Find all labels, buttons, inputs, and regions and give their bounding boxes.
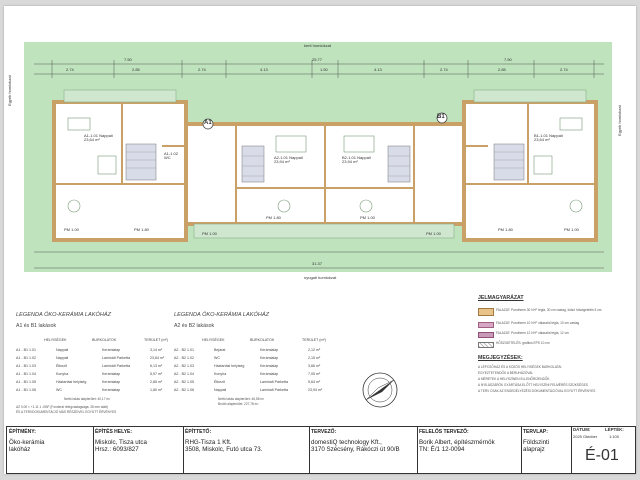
pm-label: PM 1.80 — [266, 215, 281, 220]
dim-chain-5: 4.13 — [374, 67, 382, 72]
tb-responsible: FELELŐS TERVEZŐ: Borik Albert, építészmé… — [417, 427, 522, 473]
stair-mid-right — [387, 145, 411, 183]
section-a1: A1 — [204, 120, 212, 126]
drawing-sheet: kerti homlokzat nyugati homlokzat 25.77 … — [4, 6, 636, 474]
section-b1: B1 — [437, 114, 445, 120]
symbol-item: FALAZAT: Porotherm 12 N+F válaszfal tégl… — [496, 331, 569, 335]
dim-chain-7: 2.85 — [498, 67, 506, 72]
note-line: A TERV CSAK AZ ENGEDÉLYEZÉSI DOKUMENTÁCI… — [478, 389, 596, 393]
plan-title-top: kerti homlokzat — [304, 43, 331, 48]
dim-chain-8: 2.74 — [560, 67, 568, 72]
note-line: A LÉPCSŐHÁZ ÉS A KÖZÖS HELYISÉGEK BURKOL… — [478, 365, 562, 369]
symbol-item: FALAZAT: Porotherm 30 N+F tégla, 30 cm v… — [496, 308, 602, 312]
dim-chain-6: 2.74 — [440, 67, 448, 72]
symbol-item: HŐSZIGETELÉS: grafitos EPS 10 cm — [496, 341, 550, 345]
pm-label: PM 1.80 — [134, 227, 149, 232]
note-line: EGYEZTETENDŐK A BERUHÁZÓVAL — [478, 371, 534, 375]
legend-subtitle: A2 és B2 lakások — [174, 323, 215, 329]
legend-title: LEGENDA ÖKO-KERÁMIA LAKÓHÁZ — [16, 312, 112, 318]
pm-label: PM 1.00 — [202, 231, 217, 236]
swatch-wall-12 — [478, 332, 494, 338]
legend-title: LEGENDA ÖKO-KERÁMIA LAKÓHÁZ — [174, 312, 270, 318]
dim-chain-3: 4.13 — [260, 67, 268, 72]
plan-title-bottom: nyugati homlokzat — [304, 275, 337, 280]
pm-label: PM 1.00 — [64, 227, 79, 232]
notes-title: MEGJEGYZÉSEK: — [478, 355, 523, 361]
dim-right: 7.50 — [504, 57, 512, 62]
legend-total: Nettó lakás alapterület: 46,58 m² — [218, 397, 265, 401]
symbol-legend-title: JELMAGYARÁZAT — [478, 295, 524, 301]
dim-chain-1: 2.85 — [132, 67, 140, 72]
dim-left: 7.50 — [124, 57, 132, 62]
symbol-item: FALAZAT: Porotherm 10 N+F válaszfal tégl… — [496, 321, 580, 325]
tb-designer: TERVEZŐ: domestiQ technology Kft.,3170 S… — [309, 427, 418, 473]
pm-label: PM 1.00 — [564, 227, 579, 232]
legend-subtitle: A1 és B1 lakások — [16, 323, 57, 329]
sheet-number: É-01 — [585, 447, 619, 464]
note-line: A MÉRETEK A HELYSZÍNEN ELLENŐRIZENDŐK — [478, 377, 550, 381]
legend-note: AZ 0.00 = +1.11 1 -KBF (Fonderal rétegva… — [16, 405, 108, 409]
stair-right — [493, 143, 525, 181]
side-label-right: Egyéb homlokzat — [617, 105, 622, 136]
legend-total: Nettó lakás alapterület: 40,17 m² — [64, 397, 111, 401]
side-label-left: Egyéb homlokzat — [7, 75, 12, 106]
pm-label: PM 1.00 — [360, 215, 375, 220]
tb-meta: DÁTUM: LÉPTÉK: 2025 Október 1:100 É-01 — [573, 427, 624, 464]
dim-total: 25.77 — [312, 57, 323, 62]
legend-note: ÉS A TERVDOKUMENTÁCIÓ MÁS RÉSZEIVEL EGYÜ… — [16, 410, 117, 414]
building — [52, 89, 598, 242]
swatch-wall-30 — [478, 308, 494, 316]
tb-client: ÉPÍTTETŐ: RHG-Tisza 1 Kft.3508, Miskolc,… — [183, 427, 310, 473]
dim-chain-2: 2.74 — [198, 67, 206, 72]
pm-label: PM 1.00 — [426, 231, 441, 236]
dim-chain-4: 1.50 — [320, 67, 328, 72]
stair-mid-left — [241, 145, 265, 183]
north-arrow-icon — [362, 372, 398, 408]
floor-plan — [24, 42, 612, 272]
legend-total-gross: Bruttó alapterület: 227,78 m² — [218, 402, 259, 406]
swatch-insulation — [478, 342, 494, 348]
stair-left — [125, 143, 157, 181]
swatch-wall-10 — [478, 322, 494, 328]
pm-label: PM 1.80 — [498, 227, 513, 232]
note-line: A NYÍLÁSZÁRÓK GYÁRTÁSA ELŐTT HELYSZÍNI F… — [478, 383, 588, 387]
dim-chain-0: 2.74 — [66, 67, 74, 72]
dim-total-bottom: 31.37 — [312, 261, 323, 266]
